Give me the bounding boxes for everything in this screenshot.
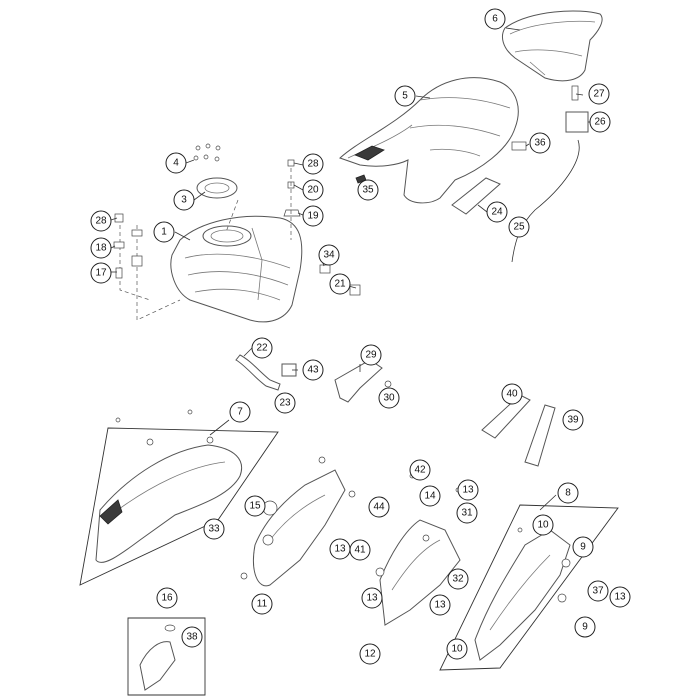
passenger-seat (339, 77, 519, 204)
callout-24: 24 (491, 207, 503, 218)
callout-18: 18 (95, 243, 107, 254)
callout-33: 33 (208, 524, 220, 535)
callout-27: 27 (593, 89, 605, 100)
left-side-cover (79, 409, 279, 586)
callout-group: 1 3 4 5 6 7 8 9 9 10 10 11 12 13 13 13 1… (90, 8, 631, 665)
callout-13: 13 (614, 592, 626, 603)
callout-13: 13 (462, 485, 474, 496)
callout-41: 41 (354, 545, 366, 556)
callout-31: 31 (461, 508, 473, 519)
tank-bolts-left (113, 213, 143, 279)
callout-5: 5 (402, 91, 408, 102)
callout-42: 42 (414, 465, 426, 476)
callout-26: 26 (594, 117, 606, 128)
callout-9: 9 (580, 542, 586, 553)
callout-16: 16 (161, 593, 173, 604)
callout-7: 7 (237, 407, 243, 418)
callout-11: 11 (257, 599, 268, 610)
callout-17: 17 (95, 268, 107, 279)
cap-screws (193, 143, 221, 162)
callout-13: 13 (334, 544, 346, 555)
callout-25: 25 (513, 222, 525, 233)
callout-28: 28 (307, 159, 319, 170)
callout-36: 36 (534, 138, 546, 149)
callout-44: 44 (373, 502, 385, 513)
rear-pads (481, 394, 556, 467)
callout-4: 4 (173, 158, 179, 169)
right-side-cover (439, 504, 619, 671)
rider-seat (502, 10, 603, 82)
callout-13: 13 (434, 600, 446, 611)
tank-clips (319, 264, 361, 296)
callout-35: 35 (362, 185, 374, 196)
callout-1: 1 (161, 227, 167, 238)
callout-15: 15 (249, 501, 261, 512)
callout-10: 10 (451, 644, 463, 655)
callout-43: 43 (307, 365, 319, 376)
callout-37: 37 (592, 586, 604, 597)
callout-3: 3 (181, 195, 187, 206)
callout-8: 8 (565, 488, 571, 499)
callout-10: 10 (537, 520, 549, 531)
tank-cap (196, 177, 238, 199)
callout-13: 13 (366, 593, 378, 604)
inset-detail (127, 617, 206, 696)
callout-28: 28 (95, 216, 107, 227)
callout-19: 19 (307, 211, 319, 222)
callout-32: 32 (452, 574, 464, 585)
center-bracket (240, 456, 356, 587)
callout-29: 29 (365, 350, 377, 361)
fuel-tank (170, 215, 303, 323)
callout-40: 40 (506, 389, 518, 400)
callout-23: 23 (279, 398, 291, 409)
callout-38: 38 (186, 632, 198, 643)
hose-and-bracket (235, 354, 392, 403)
small-pads (355, 141, 527, 215)
callout-22: 22 (256, 343, 268, 354)
callout-20: 20 (307, 185, 319, 196)
callout-12: 12 (364, 649, 376, 660)
callout-30: 30 (383, 393, 395, 404)
callout-9: 9 (582, 622, 588, 633)
callout-21: 21 (334, 279, 346, 290)
callout-34: 34 (323, 250, 335, 261)
callout-14: 14 (424, 491, 436, 502)
callout-39: 39 (567, 415, 579, 426)
seat-lock-and-cable (511, 85, 589, 263)
callout-6: 6 (492, 14, 498, 25)
